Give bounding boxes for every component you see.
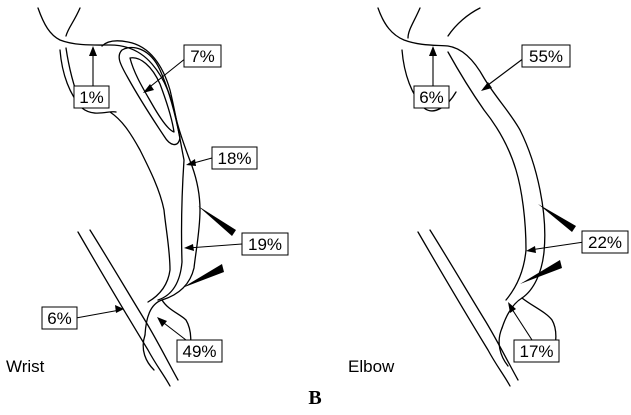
elbow-label: Elbow <box>348 357 395 376</box>
elbow-side-vessel-outer <box>418 232 510 386</box>
elbow-vessel-inner <box>408 8 526 300</box>
elbow-side-vessel-inner <box>430 230 518 380</box>
wrist-arrow-6 <box>76 310 120 318</box>
wrist-annotation-1: 1% <box>79 88 104 107</box>
elbow-arrowhead-6 <box>429 46 437 56</box>
wrist-marker-wedge-lower <box>182 264 224 288</box>
wrist-annotation-18: 18% <box>217 149 251 168</box>
wrist-vessel-inner <box>66 8 184 300</box>
wrist-side-vessel-inner <box>90 230 178 380</box>
wrist-arrowhead-1 <box>89 46 97 56</box>
elbow-arrow-17 <box>510 306 532 340</box>
wrist-arrowhead-19 <box>184 244 194 251</box>
elbow-arrow-22 <box>530 242 584 250</box>
wrist-diagram: 1% 7% 18% 19% 49% 6% Wrist <box>6 8 288 386</box>
wrist-annotation-7: 7% <box>190 47 215 66</box>
wrist-arrowhead-6 <box>115 305 124 313</box>
panel-label: B <box>308 387 321 409</box>
wrist-arrowhead-49 <box>157 317 167 327</box>
elbow-annotation-17: 17% <box>519 342 553 361</box>
wrist-arrowhead-18 <box>186 159 196 166</box>
wrist-arrow-19 <box>188 244 242 248</box>
elbow-annotation-55: 55% <box>529 47 563 66</box>
elbow-marker-wedge-lower <box>520 260 562 284</box>
wrist-annotation-49: 49% <box>182 342 216 361</box>
elbow-diagram: 6% 55% 22% 17% Elbow <box>348 8 628 386</box>
elbow-arrowhead-22 <box>526 246 536 253</box>
wrist-annotation-6: 6% <box>47 309 72 328</box>
elbow-arrow-55 <box>484 58 524 88</box>
wrist-annotation-19: 19% <box>248 235 282 254</box>
wrist-marker-wedge-upper <box>198 206 236 236</box>
elbow-annotation-22: 22% <box>588 233 622 252</box>
wrist-island-inner <box>130 58 174 132</box>
elbow-annotation-6: 6% <box>419 88 444 107</box>
wrist-label: Wrist <box>6 357 45 376</box>
